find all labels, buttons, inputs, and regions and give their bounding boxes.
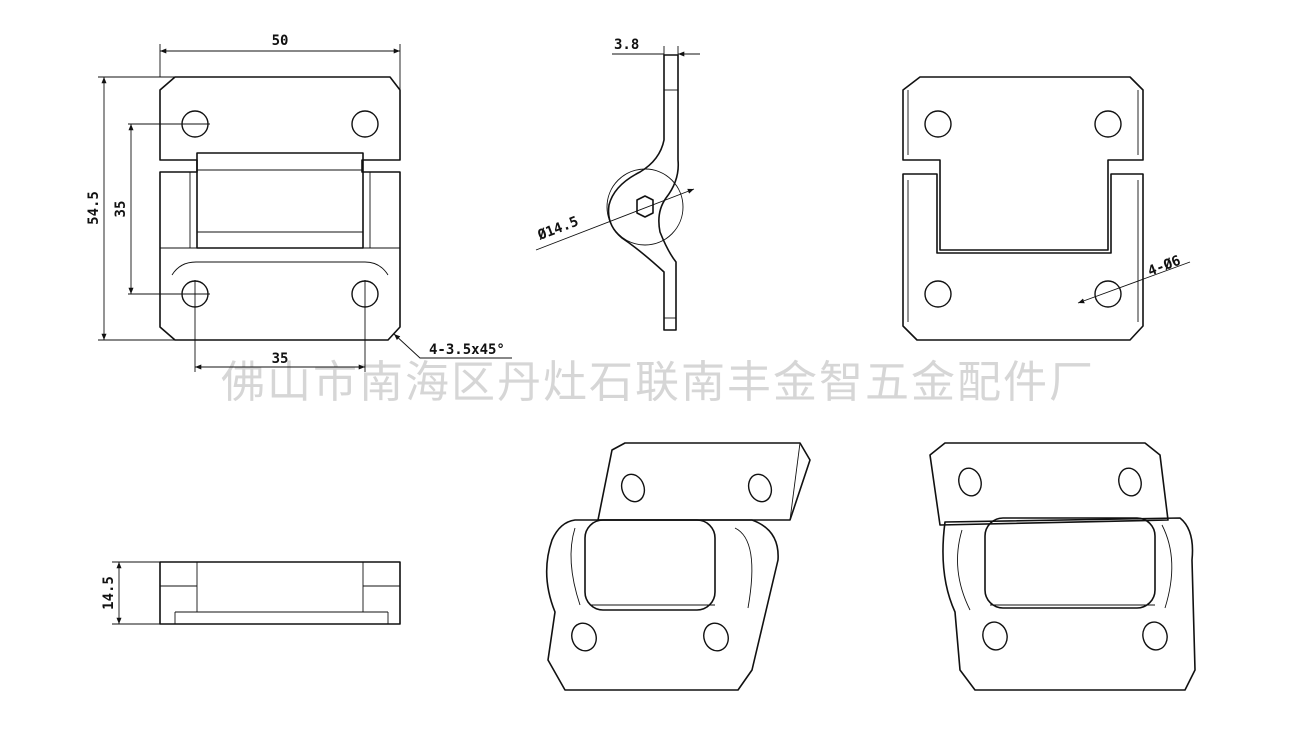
bottom-view [112,561,401,625]
isometric-view-front [545,442,811,691]
back-view-lower-outline [902,173,1144,341]
front-view-outline [159,76,401,341]
dim-hole-horizontal-label: 35 [272,351,289,367]
back-hole-bottom-right [1094,280,1122,308]
dim-chamfer-label: 4-3.5x45° [429,342,505,358]
dim-hole-vertical-label: 35 [113,201,129,218]
isometric-view-back [929,442,1196,691]
leader-chamfer [393,333,512,359]
dim-width-label: 50 [272,33,289,49]
hex-pin-icon [636,195,654,218]
watermark-text: 佛山市南海区丹灶石联南丰金智五金配件厂 [221,357,1095,408]
front-view [98,44,401,372]
back-hole-top-left [924,110,952,138]
back-view-outline [902,76,1144,251]
bottom-view-outline [159,561,401,625]
dim-pin-diameter-label: Ø14.5 [535,214,581,244]
front-view-knuckle [196,152,364,249]
side-view [606,46,684,331]
side-view-pin-circle [606,168,684,246]
back-hole-bottom-left [924,280,952,308]
dim-line-pin-diameter [535,188,695,251]
back-hole-top-right [1094,110,1122,138]
side-view-outline [607,54,680,331]
hole-top-right [351,110,379,138]
back-view [902,76,1144,341]
dim-height-label: 54.5 [86,191,102,225]
dim-depth-label: 14.5 [101,576,117,610]
dim-holes-label: 4-Ø6 [1146,253,1183,280]
dim-line-holes [1077,261,1191,304]
dim-thickness-label: 3.8 [614,37,639,53]
